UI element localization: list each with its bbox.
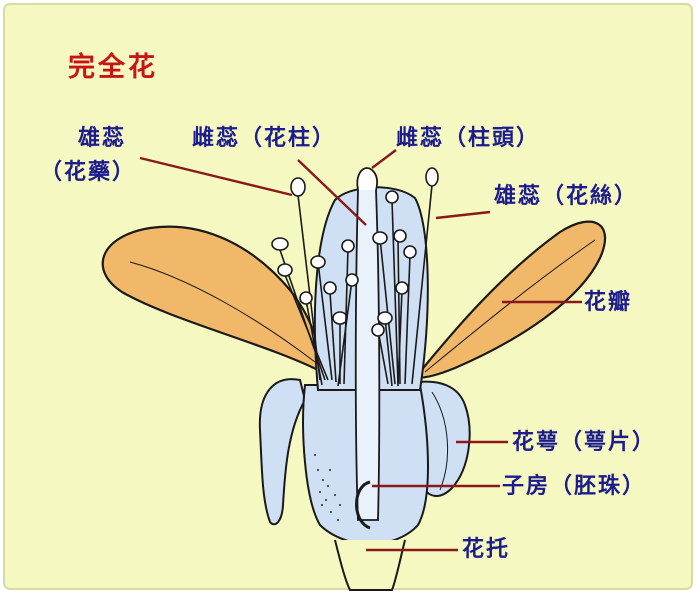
label-anther-line2: （花藥） — [40, 160, 137, 185]
leader-style — [297, 159, 367, 226]
ovule — [355, 480, 371, 530]
label-receptacle: 花托 — [462, 537, 511, 562]
label-sepal: 花萼（萼片） — [512, 430, 657, 455]
sepal-left — [258, 378, 307, 526]
leader-stigma — [371, 149, 397, 169]
label-ovary: 子房（胚珠） — [502, 474, 647, 499]
leader-filament — [435, 210, 491, 220]
label-petal: 花瓣 — [584, 290, 633, 315]
pistil-stigma — [356, 167, 378, 191]
stamens — [271, 167, 439, 387]
label-stigma: 雌蕊（柱頭） — [396, 126, 541, 151]
petal-right — [412, 220, 606, 380]
leader-lines — [139, 149, 582, 552]
label-style: 雌蕊（花柱） — [192, 126, 337, 151]
label-anther-line1: 雄蕊 — [78, 126, 127, 151]
diagram-title: 完全花 — [68, 52, 158, 83]
receptacle-stem — [334, 539, 406, 591]
label-filament: 雄蕊（花絲） — [494, 184, 639, 209]
leader-anther — [139, 156, 293, 197]
